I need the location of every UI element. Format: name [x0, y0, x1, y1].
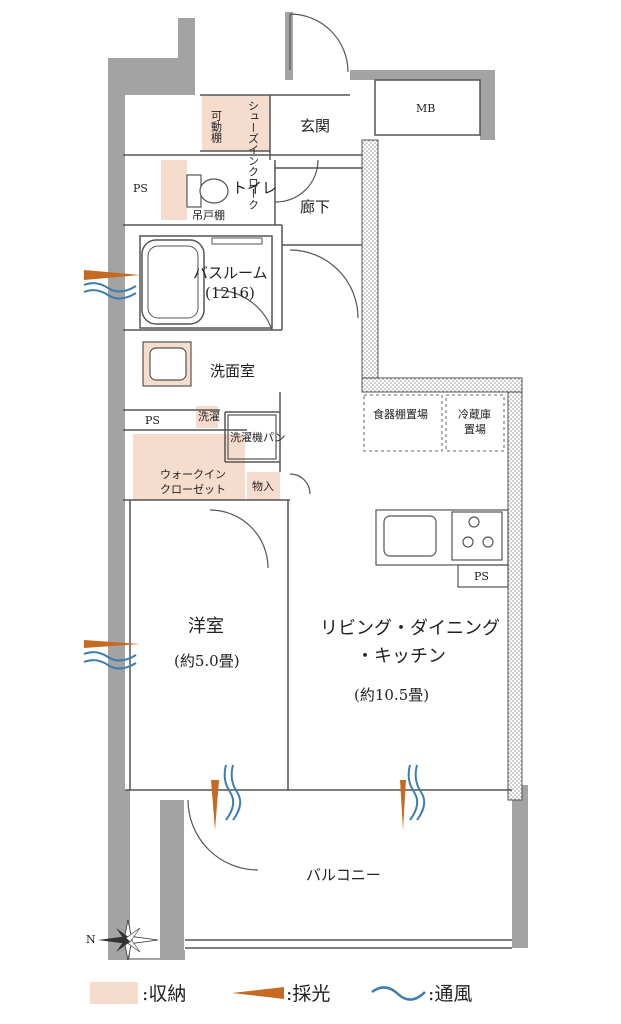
label-ldk-size: (約10.5畳) [354, 686, 429, 704]
storage-movable-shelf [202, 95, 230, 151]
balcony-left-wall [160, 800, 184, 960]
label-hanging-cabinet: 吊戸棚 [192, 208, 225, 222]
hatched-wall-right [507, 391, 523, 801]
kitchen-appliance-areas [363, 394, 505, 452]
label-fridge-1: 冷蔵庫 [458, 407, 491, 421]
balcony-right-column [512, 800, 528, 948]
bathroom [139, 235, 273, 329]
compass: N [86, 919, 159, 961]
doors [187, 13, 359, 871]
mb-closet [374, 79, 481, 136]
label-mb: MB [416, 102, 435, 115]
label-bathroom: バスルーム [193, 264, 268, 282]
label-fridge-2: 置場 [464, 423, 486, 436]
label-ldk-1: リビング・ダイニング [320, 618, 500, 639]
label-ps-middle: PS [145, 414, 160, 427]
light-arrow-bath [84, 270, 140, 280]
legend-wind-label: :通風 [428, 983, 472, 1005]
wind-indicators [83, 282, 426, 821]
label-toilet: トイレ [232, 179, 277, 197]
label-storage: 物入 [252, 479, 274, 493]
toilet-fixture [186, 174, 229, 208]
storage-walkin-closet [133, 434, 245, 500]
legend-storage-label: :収納 [142, 983, 186, 1005]
label-washroom: 洗面室 [210, 362, 255, 380]
storage-small [247, 472, 280, 500]
bathtub [141, 239, 205, 325]
label-western-room: 洋室 [188, 616, 224, 637]
mb-right-wall [480, 70, 495, 140]
storage-washer-small [196, 406, 218, 428]
compass-north-label: N [86, 933, 96, 946]
label-ldk-2: ・キッチン [356, 646, 446, 667]
label-balcony: バルコニー [306, 866, 381, 884]
storage-shoe-closet [230, 95, 270, 151]
storage-hanging-cabinet [161, 160, 187, 220]
label-western-size: (約5.0畳) [174, 652, 240, 670]
legend-wind-icon [371, 986, 426, 1001]
label-bathroom-size: (1216) [205, 284, 255, 302]
label-washer-small: 洗濯 [198, 410, 220, 423]
label-movable-shelf: 可動棚 [210, 110, 223, 144]
label-entrance: 玄関 [300, 117, 330, 135]
light-indicators [84, 270, 406, 830]
legend-storage-swatch [90, 982, 138, 1004]
compass-rose-icon [98, 919, 159, 961]
label-walkin-closet-2: クローゼット [160, 483, 226, 496]
legend-light-label: :採光 [286, 983, 330, 1005]
light-arrow-western-balcony [211, 780, 219, 830]
room-labels: 可動棚 シューズインクローク 玄関 MB PS トイレ 吊戸棚 廊下 バスルーム… [133, 100, 500, 884]
legend: :収納 :採光 :通風 [90, 982, 472, 1005]
label-corridor: 廊下 [300, 198, 330, 216]
washer-pan-fixture [227, 414, 277, 460]
hatched-wall-upper [361, 139, 379, 379]
kitchen-counter [375, 509, 509, 588]
label-shoe-closet: シューズインクローク [247, 100, 260, 210]
top-wall-stub [285, 12, 293, 80]
label-walkin-closet-1: ウォークイン [160, 468, 226, 481]
label-dish-shelf: 食器棚置場 [373, 407, 428, 421]
mb-top-wall [350, 70, 495, 80]
label-ps-kitchen: PS [474, 570, 489, 583]
partitions [123, 94, 512, 949]
light-arrow-western [84, 640, 140, 648]
structural-walls [108, 12, 528, 960]
washroom-sink [142, 341, 192, 387]
light-arrow-ldk-balcony [400, 780, 406, 830]
label-washer-pan: 洗濯機パン [230, 430, 286, 444]
legend-light-icon [232, 987, 284, 999]
storage-areas [133, 95, 280, 500]
left-outer-wall [108, 18, 195, 960]
label-ps-upper: PS [133, 182, 148, 195]
hatched-walls [361, 139, 523, 801]
hatched-wall-step [361, 377, 523, 393]
